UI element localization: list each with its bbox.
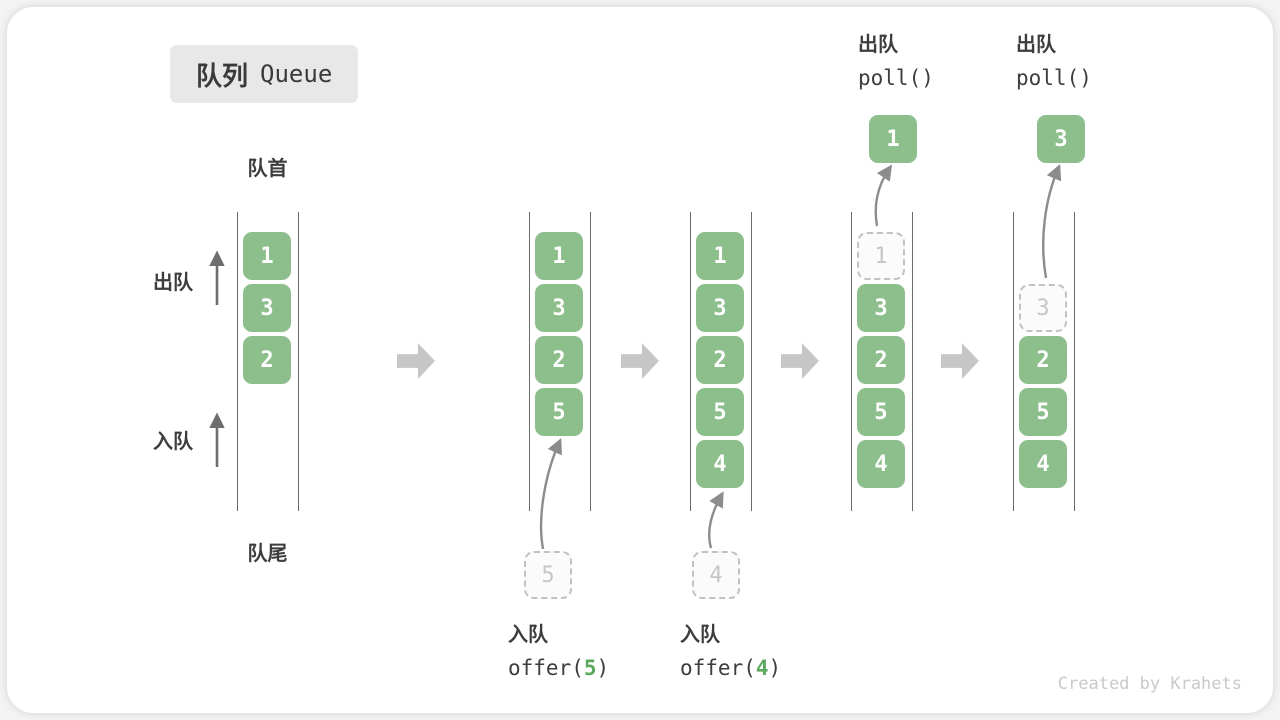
queue-element: 5 [535, 388, 583, 436]
queue-element: 5 [696, 388, 744, 436]
queue-rear-label: 队尾 [247, 543, 288, 565]
enqueue-side-label: 入队 [153, 431, 193, 453]
queue-element: 3 [243, 284, 291, 332]
queue-wall-left [850, 212, 852, 511]
enqueue-op-code: offer(5) [508, 656, 610, 680]
watermark: Created by Krahets [1057, 674, 1242, 694]
queue-element: 2 [857, 336, 905, 384]
queue-wall-right [750, 212, 752, 511]
queue-element: 2 [535, 336, 583, 384]
queue-element: 2 [243, 336, 291, 384]
dequeued-element: 1 [869, 115, 917, 163]
queue-wall-right [297, 212, 299, 511]
enqueue-op-zh: 入队 [508, 624, 548, 646]
queue-wall-left [236, 212, 238, 511]
dequeue-op-code: poll() [1016, 66, 1092, 90]
title-zh: 队列 [196, 60, 249, 91]
queue-element: 1 [696, 232, 744, 280]
dequeue-op-zh: 出队 [1016, 34, 1056, 56]
queue-element: 4 [857, 440, 905, 488]
queue-element: 1 [535, 232, 583, 280]
dequeue-side-label: 出队 [153, 272, 193, 294]
enqueue-op-zh: 入队 [680, 624, 720, 646]
dequeue-op-zh: 出队 [858, 34, 898, 56]
queue-wall-left [528, 212, 530, 511]
queue-element-ghost: 1 [857, 232, 905, 280]
enqueue-op-label: 入队 offer(4) [680, 618, 781, 680]
queue-element: 3 [696, 284, 744, 332]
queue-element: 4 [696, 440, 744, 488]
queue-element: 2 [1019, 336, 1067, 384]
title-box: 队列 Queue [170, 45, 359, 103]
queue-element: 5 [857, 388, 905, 436]
dequeue-op-code: poll() [858, 66, 934, 90]
enqueue-op-code-arg: 4 [755, 656, 769, 680]
enqueue-op-code-arg: 5 [583, 656, 597, 680]
queue-element: 1 [243, 232, 291, 280]
dequeued-element: 3 [1037, 115, 1085, 163]
queue-wall-left [689, 212, 691, 511]
queue-element-ghost: 3 [1019, 284, 1067, 332]
queue-front-label: 队首 [247, 158, 288, 180]
title-en: Queue [260, 60, 333, 88]
queue-element: 2 [696, 336, 744, 384]
staging-element: 4 [692, 551, 740, 599]
queue-element: 3 [535, 284, 583, 332]
enqueue-op-label: 入队 offer(5) [508, 618, 609, 680]
queue-element: 3 [857, 284, 905, 332]
queue-wall-left [1012, 212, 1014, 511]
queue-wall-right [589, 212, 591, 511]
queue-element: 5 [1019, 388, 1067, 436]
queue-wall-right [1073, 212, 1075, 511]
queue-wall-right [911, 212, 913, 511]
dequeue-op-label: 出队 poll() [1016, 28, 1092, 90]
dequeue-op-label: 出队 poll() [858, 28, 934, 90]
enqueue-op-code: offer(4) [680, 656, 782, 680]
staging-element: 5 [524, 551, 572, 599]
queue-element: 4 [1019, 440, 1067, 488]
